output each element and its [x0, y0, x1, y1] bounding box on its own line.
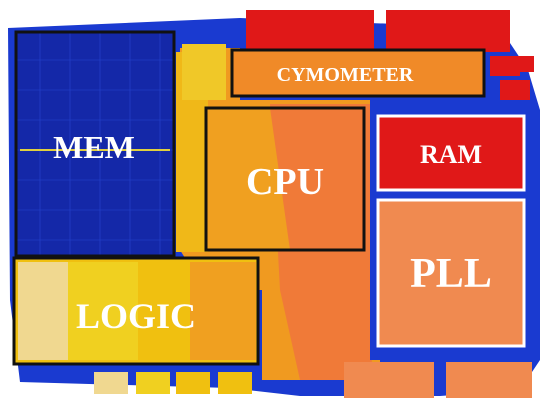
pll-block — [378, 200, 524, 346]
ram-block — [378, 116, 524, 190]
logic-mid-section — [68, 262, 138, 360]
mem-block — [16, 32, 174, 256]
bottom-pad-3 — [176, 372, 210, 394]
cymometer-label: CYMOMETER — [277, 64, 414, 86]
yellow-strip-top — [182, 44, 226, 100]
cpu-outline — [204, 106, 366, 252]
mem-outline — [14, 30, 176, 258]
bottom-pad-1 — [94, 372, 128, 394]
ram-outline — [376, 114, 526, 192]
side-red-block-2 — [500, 80, 530, 100]
bottom-orange-block-1 — [344, 362, 434, 398]
side-red-block-3 — [520, 56, 534, 72]
bottom-orange-block-2 — [446, 362, 532, 398]
bottom-pad-4 — [218, 372, 252, 394]
bottom-pad-2 — [136, 372, 170, 394]
top-red-block-1 — [246, 10, 374, 50]
side-red-block-1 — [490, 56, 520, 76]
logic-outline — [12, 256, 260, 366]
mem-label: MEM — [53, 129, 135, 165]
cymometer-block — [232, 50, 484, 96]
pll-outline — [376, 198, 526, 348]
ram-label: RAM — [420, 140, 482, 169]
cpu-label: CPU — [246, 161, 324, 203]
pll-label: PLL — [410, 251, 492, 297]
logic-orange-section — [190, 262, 256, 360]
top-red-block-2 — [386, 10, 510, 52]
cpu-block-shade — [270, 108, 364, 250]
cymometer-outline — [230, 48, 486, 98]
logic-label: LOGIC — [76, 296, 196, 336]
logic-light-section — [18, 262, 68, 360]
